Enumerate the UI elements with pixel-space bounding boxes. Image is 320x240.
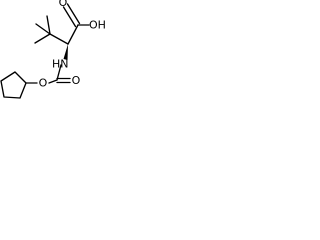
bond-tbu-methyl-2 bbox=[35, 23, 51, 35]
cyclopentane-ring bbox=[0, 71, 27, 99]
bond-cooh-double-o-2 bbox=[66, 3, 81, 25]
ester-oxygen-label: O bbox=[39, 77, 48, 90]
amide-nh-label: HN bbox=[52, 58, 69, 71]
carbamate-oxygen-label: O bbox=[72, 74, 81, 87]
bond-cooh-c-alpha bbox=[67, 24, 79, 45]
stereo-wedge-bond bbox=[63, 44, 68, 60]
hydroxyl-label: OH bbox=[89, 19, 106, 32]
chemical-structure: OH O HN O O bbox=[0, 0, 106, 99]
bond-tbu-methyl-3 bbox=[34, 33, 51, 44]
bond-c-alpha-c-tert bbox=[49, 33, 69, 45]
carboxyl-oxygen-label: O bbox=[59, 0, 68, 9]
bond-n-carbonyl bbox=[56, 64, 62, 81]
bond-carbamate-c-o-ester bbox=[48, 79, 58, 84]
bond-tbu-methyl-1 bbox=[46, 15, 51, 35]
bond-cooh-double-o bbox=[62, 6, 77, 28]
